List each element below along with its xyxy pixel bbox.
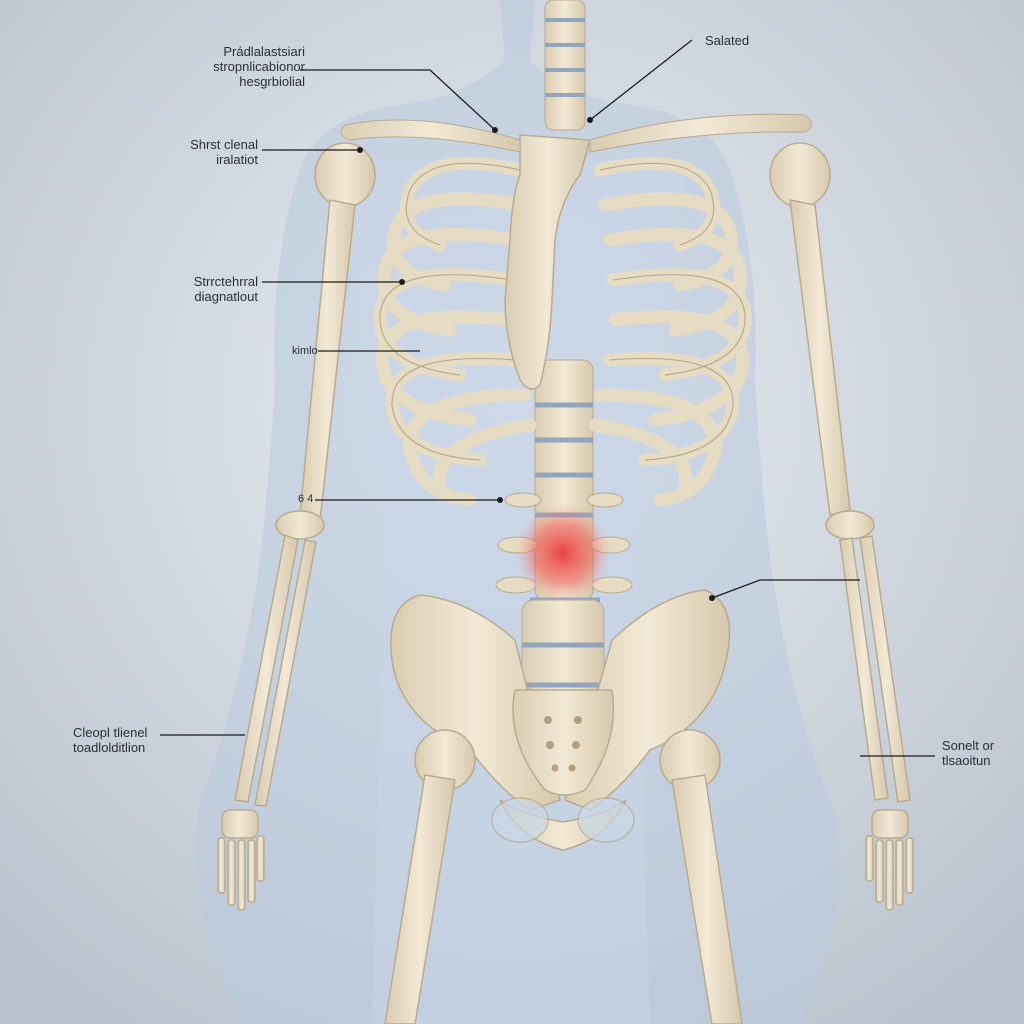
sternum (504, 134, 591, 390)
spine (495, 0, 633, 691)
label-top-left-line1: Prádlalastsiari (223, 44, 305, 59)
leader-lines (160, 39, 935, 757)
legs (384, 729, 743, 1024)
right-arm (769, 142, 914, 911)
pelvis (390, 589, 731, 851)
lumbar-highlight (515, 503, 611, 603)
left-clavicle (340, 119, 521, 153)
left-arm (217, 142, 376, 911)
label-bottom-right: Sonelt or tlsaoitun (942, 738, 994, 768)
label-lower-small: 6 4 (298, 492, 313, 507)
label-shoulder-line1: Shrst clenal (190, 137, 258, 152)
label-top-right: Salated (705, 33, 749, 48)
label-bottom-left: Cleopl tlienel toadlolditlion (73, 725, 147, 755)
label-top-right-text: Salated (705, 33, 750, 48)
label-bottom-right-line2: tlsaoitun (942, 753, 991, 768)
label-top-left-line3: hesgrbiolial (239, 74, 305, 89)
label-lower-small-text: 6 4 (298, 493, 314, 505)
label-bottom-left-line2: toadlolditlion (73, 740, 146, 755)
label-top-left: Prádlalastsiari stropnlicabionor hesgrbi… (160, 44, 305, 89)
label-mid-small: kimlo (292, 344, 318, 359)
leader-dots (357, 117, 715, 601)
rib-outline (379, 162, 746, 461)
label-shoulder: Shrst clenal iralatiot (150, 137, 258, 167)
sacral-foramina (544, 716, 582, 772)
label-mid-small-text: kimlo (292, 345, 318, 357)
label-bottom-left-line1: Cleopl tlienel (73, 725, 148, 740)
label-shoulder-line2: iralatiot (216, 152, 258, 167)
label-bottom-right-line1: Sonelt or (942, 738, 995, 753)
label-top-left-line2: stropnlicabionor (213, 59, 305, 74)
label-ribcage-line2: diagnatlout (194, 289, 258, 304)
label-ribcage-line1: Strrctehrral (193, 274, 258, 289)
right-clavicle (589, 113, 812, 153)
label-ribcage: Strrctehrral diagnatlout (150, 274, 258, 304)
